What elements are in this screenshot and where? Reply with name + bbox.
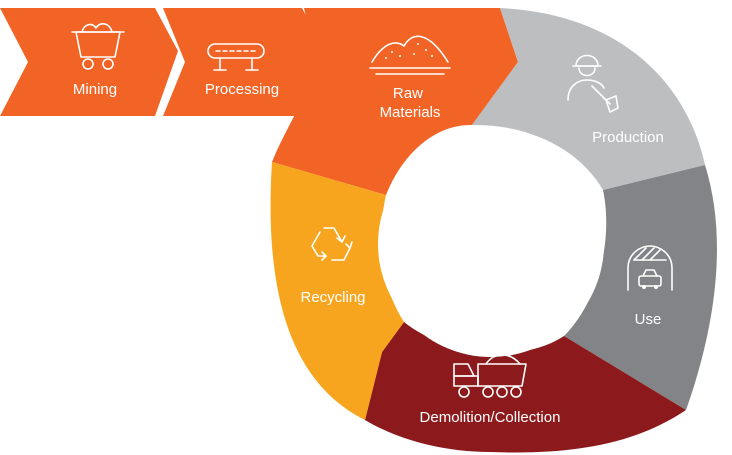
tunnel-car-icon <box>627 245 673 291</box>
cycle-center <box>378 131 604 357</box>
chevron-processing <box>163 8 325 116</box>
segment-production <box>472 8 705 190</box>
dump-truck-icon <box>453 354 527 398</box>
conveyor-belt-icon <box>207 43 265 71</box>
cycle-label-production: Production <box>592 129 664 146</box>
segment-use <box>564 165 717 410</box>
cycle-label-use: Use <box>635 311 662 328</box>
sand-pile-icon <box>369 35 451 75</box>
step-label: Mining <box>73 81 117 98</box>
chevron-mining <box>0 8 178 116</box>
cycle-label-demolition-collection: Demolition/Collection <box>420 409 561 426</box>
recycle-icon <box>311 227 353 261</box>
mine-cart-icon <box>71 23 125 70</box>
cycle-label-recycling: Recycling <box>300 289 365 306</box>
segment-demolition-collection <box>365 322 686 453</box>
worker-shovel-icon <box>567 54 619 113</box>
segment-raw-materials <box>272 8 518 195</box>
step-label: Processing <box>205 81 279 98</box>
segment-recycling <box>270 162 404 420</box>
cycle-label-raw-materials: Raw Materials <box>380 85 441 121</box>
